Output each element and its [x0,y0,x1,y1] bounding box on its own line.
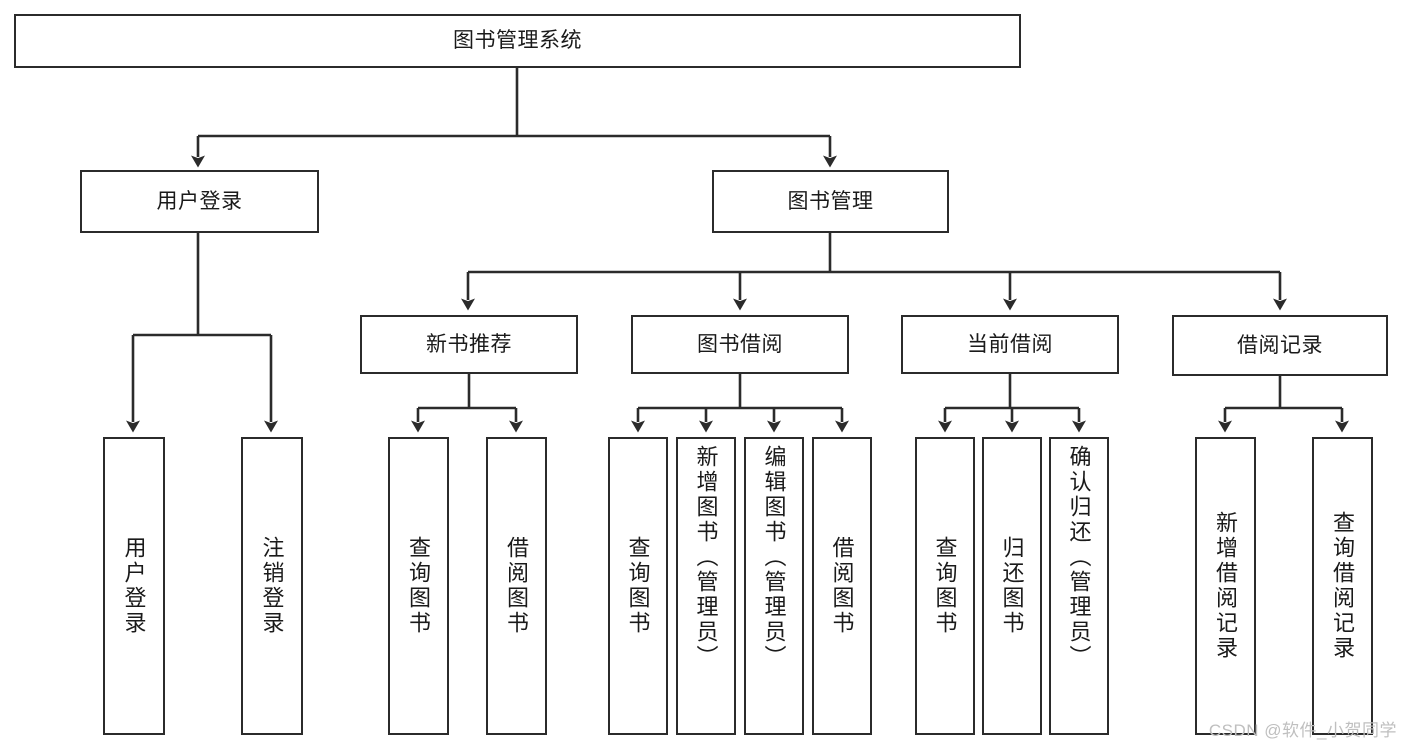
node-label: 借阅图书 [829,536,855,636]
node-label: 注销登录 [259,536,285,636]
node-label: 查询图书 [406,536,432,636]
leaf-borrow-query-book[interactable]: 查询图书 [608,437,668,735]
node-label: 归还图书 [999,536,1025,636]
leaf-recommend-query-book[interactable]: 查询图书 [388,437,449,735]
node-label: 用户登录 [156,189,243,213]
leaf-borrow-edit-book-admin[interactable]: 编辑图书（管理员） [744,437,804,735]
node-label: 查询图书 [932,536,958,636]
node-borrow-record[interactable]: 借阅记录 [1172,315,1388,376]
leaf-record-add-record[interactable]: 新增借阅记录 [1195,437,1256,735]
node-new-book-recommend[interactable]: 新书推荐 [360,315,578,374]
leaf-current-confirm-return-admin[interactable]: 确认归还（管理员） [1049,437,1109,735]
node-root-system[interactable]: 图书管理系统 [14,14,1021,68]
node-label: 借阅记录 [1237,333,1323,357]
node-label: 新书推荐 [426,332,512,356]
leaf-record-query-record[interactable]: 查询借阅记录 [1312,437,1373,735]
node-label: 图书管理系统 [453,29,582,53]
node-label: 借阅图书 [504,536,530,636]
node-label: 编辑图书（管理员） [761,445,787,670]
node-label: 当前借阅 [967,332,1053,356]
node-label: 确认归还（管理员） [1066,445,1092,670]
node-current-borrow[interactable]: 当前借阅 [901,315,1119,374]
node-book-borrow[interactable]: 图书借阅 [631,315,849,374]
node-label: 图书借阅 [697,332,783,356]
node-label: 新增借阅记录 [1213,511,1239,661]
node-label: 新增图书（管理员） [693,445,719,670]
leaf-current-query-book[interactable]: 查询图书 [915,437,975,735]
node-book-management[interactable]: 图书管理 [712,170,949,233]
leaf-user-login-logout[interactable]: 注销登录 [241,437,303,735]
leaf-current-return-book[interactable]: 归还图书 [982,437,1042,735]
leaf-recommend-borrow-book[interactable]: 借阅图书 [486,437,547,735]
leaf-borrow-add-book-admin[interactable]: 新增图书（管理员） [676,437,736,735]
node-label: 图书管理 [787,189,874,213]
node-label: 查询借阅记录 [1330,511,1356,661]
leaf-user-login-login[interactable]: 用户登录 [103,437,165,735]
watermark: CSDN @软件_小贺同学 [1208,721,1397,740]
node-user-login[interactable]: 用户登录 [80,170,319,233]
node-label: 查询图书 [625,536,651,636]
node-label: 用户登录 [121,536,147,636]
leaf-borrow-borrow-book[interactable]: 借阅图书 [812,437,872,735]
